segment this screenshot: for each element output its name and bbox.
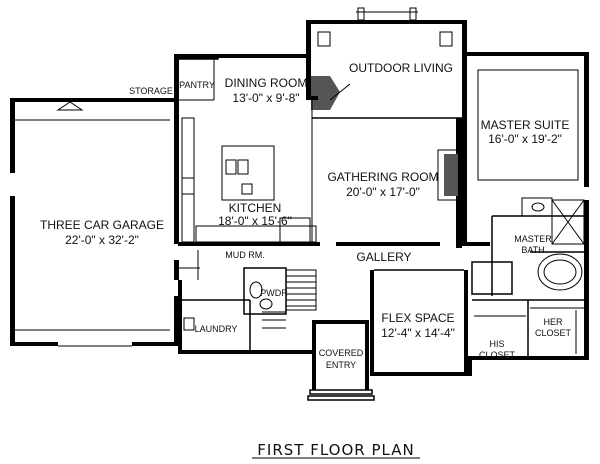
powder-label: PWDR	[260, 288, 288, 298]
flex-space-label: FLEX SPACE	[381, 311, 454, 325]
interior-walls	[175, 57, 586, 356]
gathering-room-size: 20'-0" x 17'-0"	[346, 185, 420, 199]
master-bath-label-1: MASTER	[514, 234, 552, 244]
garage-details	[15, 101, 170, 347]
garage-size: 22'-0" x 32'-2"	[65, 233, 139, 247]
dining-room-label: DINING ROOM	[225, 76, 308, 90]
master-suite-label: MASTER SUITE	[481, 118, 570, 132]
flex-space-size: 12'-4" x 14'-4"	[381, 326, 455, 340]
dining-room-size: 13'-0" x 9'-8"	[232, 91, 299, 105]
stairs	[262, 269, 317, 329]
gallery-label: GALLERY	[356, 250, 411, 264]
laundry-label: LAUNDRY	[195, 324, 238, 334]
covered-entry-label-2: ENTRY	[326, 360, 356, 370]
master-suite-size: 16'-0" x 19'-2"	[488, 132, 562, 146]
her-closet-label-1: HER	[543, 317, 563, 327]
garage-label: THREE CAR GARAGE	[40, 218, 164, 232]
pantry-label: PANTRY	[179, 80, 215, 90]
outdoor-living-label: OUTDOOR LIVING	[349, 61, 453, 75]
fireplace-hatch	[311, 76, 340, 110]
master-bath-label-2: BATH	[521, 245, 544, 255]
covered-entry-label-1: COVERED	[319, 348, 364, 358]
mud-room-label: MUD RM.	[225, 250, 265, 260]
exterior-walls	[10, 52, 589, 401]
her-closet-label-2: CLOSET	[535, 328, 572, 338]
plan-title: FIRST FLOOR PLAN	[257, 441, 414, 459]
his-closet-label-1: HIS	[489, 339, 504, 349]
his-closet-label-2: CLOSET	[479, 350, 516, 360]
outdoor-living-area	[306, 7, 467, 110]
gathering-room-label: GATHERING ROOM	[327, 170, 438, 184]
kitchen-size: 18'-0" x 15'-6"	[218, 214, 292, 228]
kitchen-label: KITCHEN	[229, 201, 282, 215]
storage-label: STORAGE	[129, 86, 173, 96]
